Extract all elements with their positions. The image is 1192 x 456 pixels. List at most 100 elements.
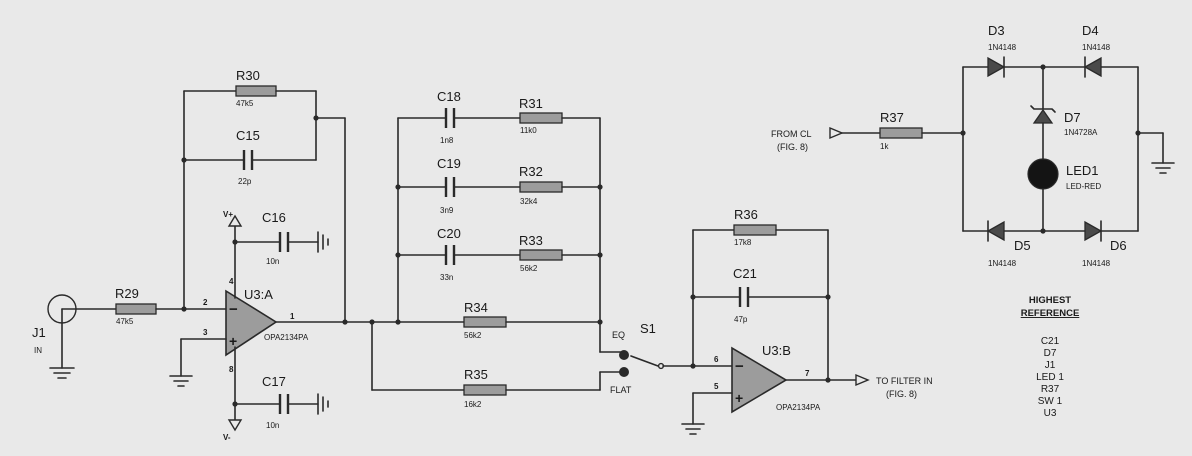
c21-ref: C21 — [733, 266, 757, 281]
r29-value: 47k5 — [116, 317, 134, 326]
svg-text:+: + — [229, 333, 237, 349]
switch-s1: S1 EQ FLAT — [599, 321, 665, 395]
reference-list-item: D7 — [1044, 348, 1057, 359]
highest-reference-heading-2: REFERENCE — [1021, 308, 1080, 319]
u3b-pin-out: 7 — [805, 369, 810, 378]
u3a-ref: U3:A — [244, 287, 273, 302]
input-port-from-cl: FROM CL (FIG. 8) — [771, 126, 844, 152]
d4-ref: D4 — [1082, 23, 1099, 38]
u3b-pin-noninv: 5 — [714, 382, 719, 391]
diode-d6: D6 1N4148 — [1082, 220, 1127, 268]
svg-text:−: − — [735, 358, 744, 375]
capacitor-c18: C18 1n8 — [437, 89, 461, 145]
r34-ref: R34 — [464, 300, 488, 315]
diode-d4: D4 1N4148 — [1082, 23, 1111, 78]
c18-value: 1n8 — [440, 136, 454, 145]
c15-ref: C15 — [236, 128, 260, 143]
reference-list-item: C21 — [1041, 336, 1060, 347]
r34-value: 56k2 — [464, 331, 482, 340]
r35-ref: R35 — [464, 367, 488, 382]
resistor-r29: R29 47k5 — [115, 286, 157, 326]
r35-value: 16k2 — [464, 400, 482, 409]
reference-list-item: U3 — [1044, 408, 1057, 419]
r36-value: 17k8 — [734, 238, 752, 247]
input-jack-j1: J1 IN — [32, 294, 77, 379]
diode-d5: D5 1N4148 — [986, 220, 1031, 268]
to-filter-line2: (FIG. 8) — [886, 389, 917, 399]
from-cl-line1: FROM CL — [771, 129, 812, 139]
d6-value: 1N4148 — [1082, 259, 1111, 268]
d6-ref: D6 — [1110, 238, 1127, 253]
led1-value: LED-RED — [1066, 182, 1101, 191]
resistor-r37: R37 1k — [879, 110, 923, 151]
u3b-ref: U3:B — [762, 343, 791, 358]
opamp-u3b: − + U3:B OPA2134PA 6 5 7 — [714, 343, 821, 414]
u3b-pin-inv: 6 — [714, 355, 719, 364]
r31-value: 11k0 — [520, 126, 537, 135]
opamp-u3a: − + U3:A OPA2134PA 2 3 1 4 8 — [203, 277, 309, 374]
r32-ref: R32 — [519, 164, 543, 179]
c16-ref: C16 — [262, 210, 286, 225]
capacitor-c19: C19 3n9 — [437, 156, 461, 215]
r33-value: 56k2 — [520, 264, 538, 273]
u3a-pin-out: 1 — [290, 312, 295, 321]
resistor-r33: R33 56k2 — [519, 233, 563, 273]
capacitor-c15: C15 22p — [236, 128, 260, 186]
resistor-r34: R34 56k2 — [463, 300, 507, 340]
to-filter-line1: TO FILTER IN — [876, 376, 933, 386]
s1-eq-label: EQ — [612, 330, 625, 340]
d5-value: 1N4148 — [988, 259, 1017, 268]
vminus-label: V- — [223, 433, 231, 442]
reference-list-item: R37 — [1041, 384, 1060, 395]
svg-text:−: − — [229, 301, 238, 318]
r30-value: 47k5 — [236, 99, 254, 108]
c16-value: 10n — [266, 257, 279, 266]
u3a-part: OPA2134PA — [264, 333, 309, 342]
from-cl-line2: (FIG. 8) — [777, 142, 808, 152]
c18-ref: C18 — [437, 89, 461, 104]
r29-ref: R29 — [115, 286, 139, 301]
resistor-r36: R36 17k8 — [733, 207, 777, 247]
r30-ref: R30 — [236, 68, 260, 83]
s1-flat-label: FLAT — [610, 385, 632, 395]
zener-diode-d7: D7 1N4728A — [1030, 105, 1098, 137]
c20-value: 33n — [440, 273, 453, 282]
c20-ref: C20 — [437, 226, 461, 241]
resistor-r32: R32 32k4 — [519, 164, 563, 206]
svg-text:+: + — [735, 390, 743, 406]
r36-ref: R36 — [734, 207, 758, 222]
reference-list-item: J1 — [1045, 360, 1056, 371]
d5-ref: D5 — [1014, 238, 1031, 253]
led1-ref: LED1 — [1066, 163, 1099, 178]
resistor-r30: R30 47k5 — [235, 68, 277, 108]
led-led1: LED1 LED-RED — [1027, 158, 1101, 191]
highest-reference-heading-1: HIGHEST — [1029, 295, 1071, 306]
r31-ref: R31 — [519, 96, 543, 111]
reference-list-item: LED 1 — [1036, 372, 1064, 383]
u3a-pin-inv: 2 — [203, 298, 208, 307]
d7-ref: D7 — [1064, 110, 1081, 125]
r32-value: 32k4 — [520, 197, 538, 206]
reference-list-item: SW 1 — [1038, 396, 1063, 407]
u3a-pin-noninv: 3 — [203, 328, 208, 337]
resistor-r31: R31 11k0 — [519, 96, 563, 135]
s1-ref: S1 — [640, 321, 656, 336]
resistor-r35: R35 16k2 — [463, 367, 507, 409]
capacitor-c20: C20 33n — [437, 226, 461, 282]
highest-reference-table: HIGHEST REFERENCE C21 D7 J1 LED 1 R37 SW… — [1021, 295, 1080, 419]
j1-ref: J1 — [32, 325, 46, 340]
u3b-part: OPA2134PA — [776, 403, 821, 412]
u3a-pin-vplus: 4 — [229, 277, 234, 286]
c17-ref: C17 — [262, 374, 286, 389]
d7-value: 1N4728A — [1064, 128, 1098, 137]
output-port-to-filter: TO FILTER IN (FIG. 8) — [855, 373, 933, 399]
d3-value: 1N4148 — [988, 43, 1017, 52]
d4-value: 1N4148 — [1082, 43, 1111, 52]
r37-value: 1k — [880, 142, 889, 151]
d3-ref: D3 — [988, 23, 1005, 38]
j1-label: IN — [34, 346, 42, 355]
r37-ref: R37 — [880, 110, 904, 125]
capacitor-c16: C16 10n — [262, 210, 290, 266]
u3a-pin-vminus: 8 — [229, 365, 234, 374]
